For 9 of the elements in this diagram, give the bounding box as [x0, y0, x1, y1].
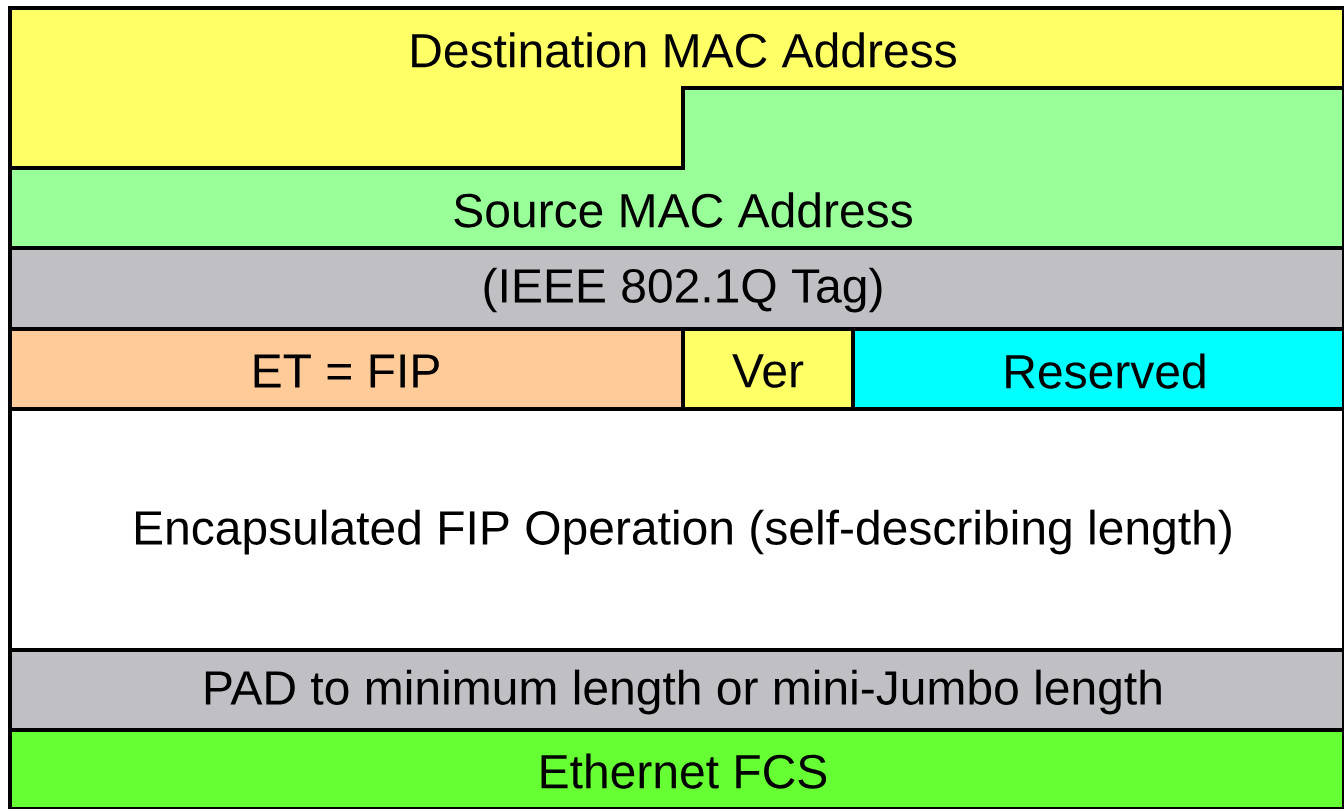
field-box: Source MAC Address [8, 86, 1344, 250]
field-box: Encapsulated FIP Operation (self-describing length) [8, 407, 1344, 652]
field-box: (IEEE 802.1Q Tag) [8, 246, 1344, 331]
field-box: PAD to minimum length or mini-Jumbo length [8, 648, 1344, 732]
field-box: ET = FIP [8, 327, 685, 411]
field-box: Ver [681, 327, 855, 411]
field-box: Reserved [851, 327, 1344, 411]
field-box: Destination MAC Address [8, 6, 1344, 170]
field-box: Ethernet FCS [8, 728, 1344, 809]
